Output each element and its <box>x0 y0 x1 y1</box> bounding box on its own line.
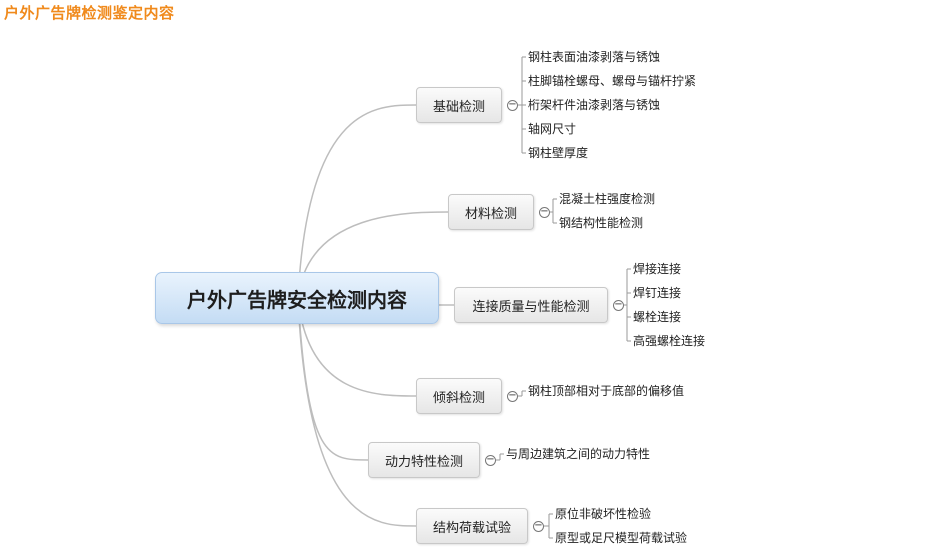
leaf-topic[interactable]: 焊接连接 <box>633 262 682 276</box>
leaf-topic[interactable]: 螺栓连接 <box>633 310 682 324</box>
branch-material-inspection[interactable]: 材料检测 <box>448 194 534 230</box>
leaf-topic[interactable]: 原位非破坏性检验 <box>555 507 652 521</box>
collapse-toggle-icon[interactable]: − <box>485 454 496 466</box>
leaf-topic[interactable]: 焊钉连接 <box>633 286 682 300</box>
collapse-toggle-icon[interactable]: − <box>533 520 544 532</box>
leaf-topic[interactable]: 柱脚锚栓螺母、螺母与锚杆拧紧 <box>528 74 697 88</box>
leaf-topic[interactable]: 轴网尺寸 <box>528 122 577 136</box>
leaf-topic[interactable]: 桁架杆件油漆剥落与锈蚀 <box>528 98 661 112</box>
central-topic[interactable]: 户外广告牌安全检测内容 <box>155 272 439 324</box>
branch-structural-load-test[interactable]: 结构荷载试验 <box>416 508 528 544</box>
collapse-toggle-icon[interactable]: − <box>539 206 550 218</box>
branch-connection-quality-inspection[interactable]: 连接质量与性能检测 <box>454 287 608 323</box>
leaf-topic[interactable]: 钢结构性能检测 <box>559 216 644 230</box>
collapse-toggle-icon[interactable]: − <box>613 299 624 311</box>
leaf-topic[interactable]: 与周边建筑之间的动力特性 <box>506 447 651 461</box>
branch-tilt-inspection[interactable]: 倾斜检测 <box>416 378 502 414</box>
branch-foundation-inspection[interactable]: 基础检测 <box>416 87 502 123</box>
leaf-topic[interactable]: 钢柱表面油漆剥落与锈蚀 <box>528 50 661 64</box>
collapse-toggle-icon[interactable]: − <box>507 390 518 402</box>
collapse-toggle-icon[interactable]: − <box>507 99 518 111</box>
leaf-topic[interactable]: 钢柱壁厚度 <box>528 146 589 160</box>
leaf-topic[interactable]: 高强螺栓连接 <box>633 334 706 348</box>
branch-connector <box>297 211 449 299</box>
page-title: 户外广告牌检测鉴定内容 <box>4 4 175 22</box>
leaf-topic[interactable]: 混凝土柱强度检测 <box>559 192 656 206</box>
branch-connector <box>297 297 417 527</box>
leaf-topic[interactable]: 钢柱顶部相对于底部的偏移值 <box>528 384 685 398</box>
branch-dynamic-characteristics-inspection[interactable]: 动力特性检测 <box>368 442 480 478</box>
leaf-topic[interactable]: 原型或足尺模型荷载试验 <box>555 531 688 545</box>
branch-connector <box>297 104 417 299</box>
branch-connector <box>297 297 417 397</box>
